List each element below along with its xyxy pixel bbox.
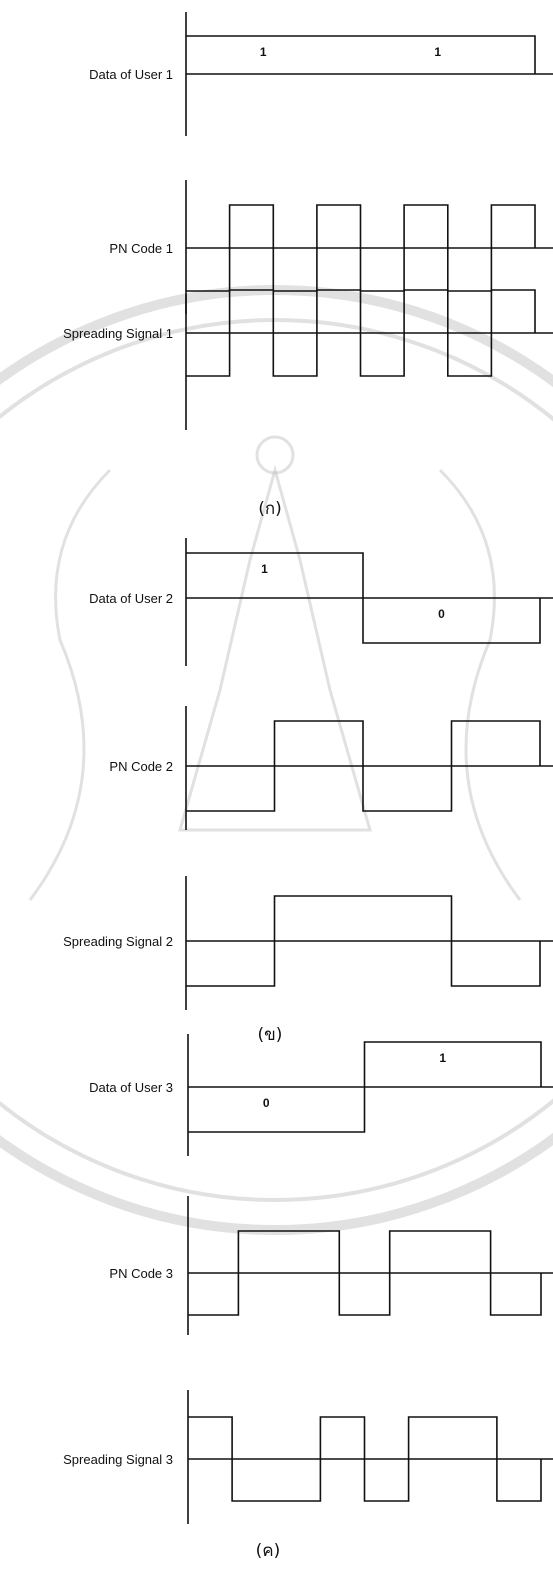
panel-captions: (ก) (ข) (ค) bbox=[256, 499, 283, 1561]
data-of-user-2-row: Data of User 2 1 0 bbox=[89, 538, 553, 666]
seal-right-ornament bbox=[438, 468, 522, 901]
data-of-user-3-bit-1: 1 bbox=[439, 1051, 446, 1065]
pn-code-2-label: PN Code 2 bbox=[109, 759, 173, 774]
pn-code-3-label: PN Code 3 bbox=[109, 1266, 173, 1281]
data-of-user-3-label: Data of User 3 bbox=[89, 1080, 173, 1095]
pn-code-1-label: PN Code 1 bbox=[109, 241, 173, 256]
spreading-signal-2-row: Spreading Signal 2 bbox=[63, 876, 553, 1010]
data-of-user-1-label: Data of User 1 bbox=[89, 67, 173, 82]
data-of-user-3-row: Data of User 3 0 1 bbox=[89, 1034, 553, 1156]
spreading-signal-2-label: Spreading Signal 2 bbox=[63, 934, 173, 949]
spreading-signal-3-waveform bbox=[188, 1416, 542, 1502]
spreading-signal-1-label: Spreading Signal 1 bbox=[63, 326, 173, 341]
data-of-user-2-label: Data of User 2 bbox=[89, 591, 173, 606]
panel-caption-1: (ก) bbox=[258, 499, 282, 519]
data-of-user-3-bit-0: 0 bbox=[263, 1096, 270, 1110]
data-of-user-2-waveform bbox=[186, 552, 541, 644]
pn-code-2-row: PN Code 2 bbox=[109, 706, 553, 830]
spreading-signal-3-row: Spreading Signal 3 bbox=[63, 1390, 553, 1524]
data-of-user-2-bit-0: 1 bbox=[261, 562, 268, 576]
data-of-user-3-waveform bbox=[188, 1041, 542, 1133]
university-seal-watermark bbox=[0, 285, 553, 1235]
data-of-user-1-waveform bbox=[186, 35, 536, 74]
panel-caption-3: (ค) bbox=[256, 1541, 281, 1561]
spreading-signal-1-waveform bbox=[186, 289, 536, 377]
seal-sun-shape bbox=[255, 435, 295, 475]
spreading-signal-3-label: Spreading Signal 3 bbox=[63, 1452, 173, 1467]
seal-outer-ring bbox=[0, 285, 553, 1235]
pn-code-3-waveform bbox=[188, 1230, 542, 1316]
seal-inner-ring bbox=[0, 318, 553, 1202]
data-of-user-1-row: Data of User 1 1 1 bbox=[89, 12, 553, 136]
seal-crown-shape bbox=[178, 464, 372, 832]
spreading-signal-2-waveform bbox=[186, 895, 541, 987]
pn-code-2-waveform bbox=[186, 720, 541, 812]
spreading-signal-1-row: Spreading Signal 1 bbox=[63, 289, 553, 430]
seal-left-ornament bbox=[28, 468, 112, 901]
panel-caption-2: (ข) bbox=[258, 1025, 283, 1045]
data-of-user-1-bit-0: 1 bbox=[260, 45, 267, 59]
waveform-rows: Data of User 1 1 1 PN Code 1 Spreading Signa… bbox=[63, 12, 553, 1524]
pn-code-3-row: PN Code 3 bbox=[109, 1196, 553, 1335]
data-of-user-2-bit-1: 0 bbox=[438, 607, 445, 621]
data-of-user-1-bit-1: 1 bbox=[434, 45, 441, 59]
